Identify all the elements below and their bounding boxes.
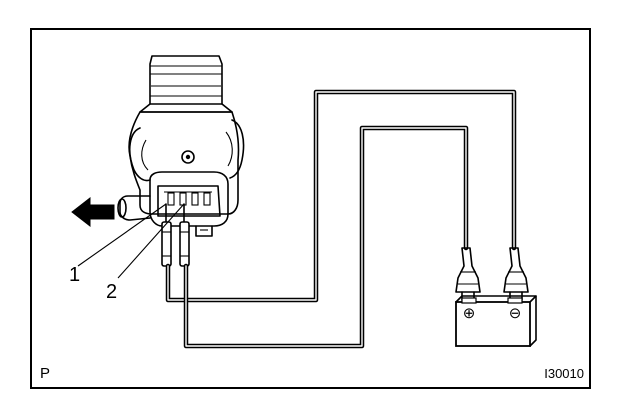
mounting-hole — [181, 150, 195, 164]
side-port — [117, 195, 151, 221]
callout-2: 2 — [106, 281, 117, 303]
battery-negative-symbol: ⊖ — [509, 305, 522, 322]
corner-label: P — [40, 365, 50, 382]
valve-bracket-right — [229, 119, 245, 179]
battery-positive-symbol: ⊕ — [463, 305, 476, 322]
valve-component — [117, 55, 245, 237]
connector-socket — [149, 171, 229, 237]
leader-line-2 — [117, 203, 185, 279]
valve-bracket-left — [128, 127, 151, 182]
wire-terminal2-to-positive — [183, 125, 469, 349]
figure-code: I30010 — [544, 366, 584, 381]
flow-arrow-icon — [71, 196, 115, 228]
callout-1: 1 — [69, 264, 80, 286]
leader-line-1 — [77, 203, 167, 267]
battery — [455, 295, 537, 347]
wire-terminal1-to-negative — [165, 89, 517, 303]
